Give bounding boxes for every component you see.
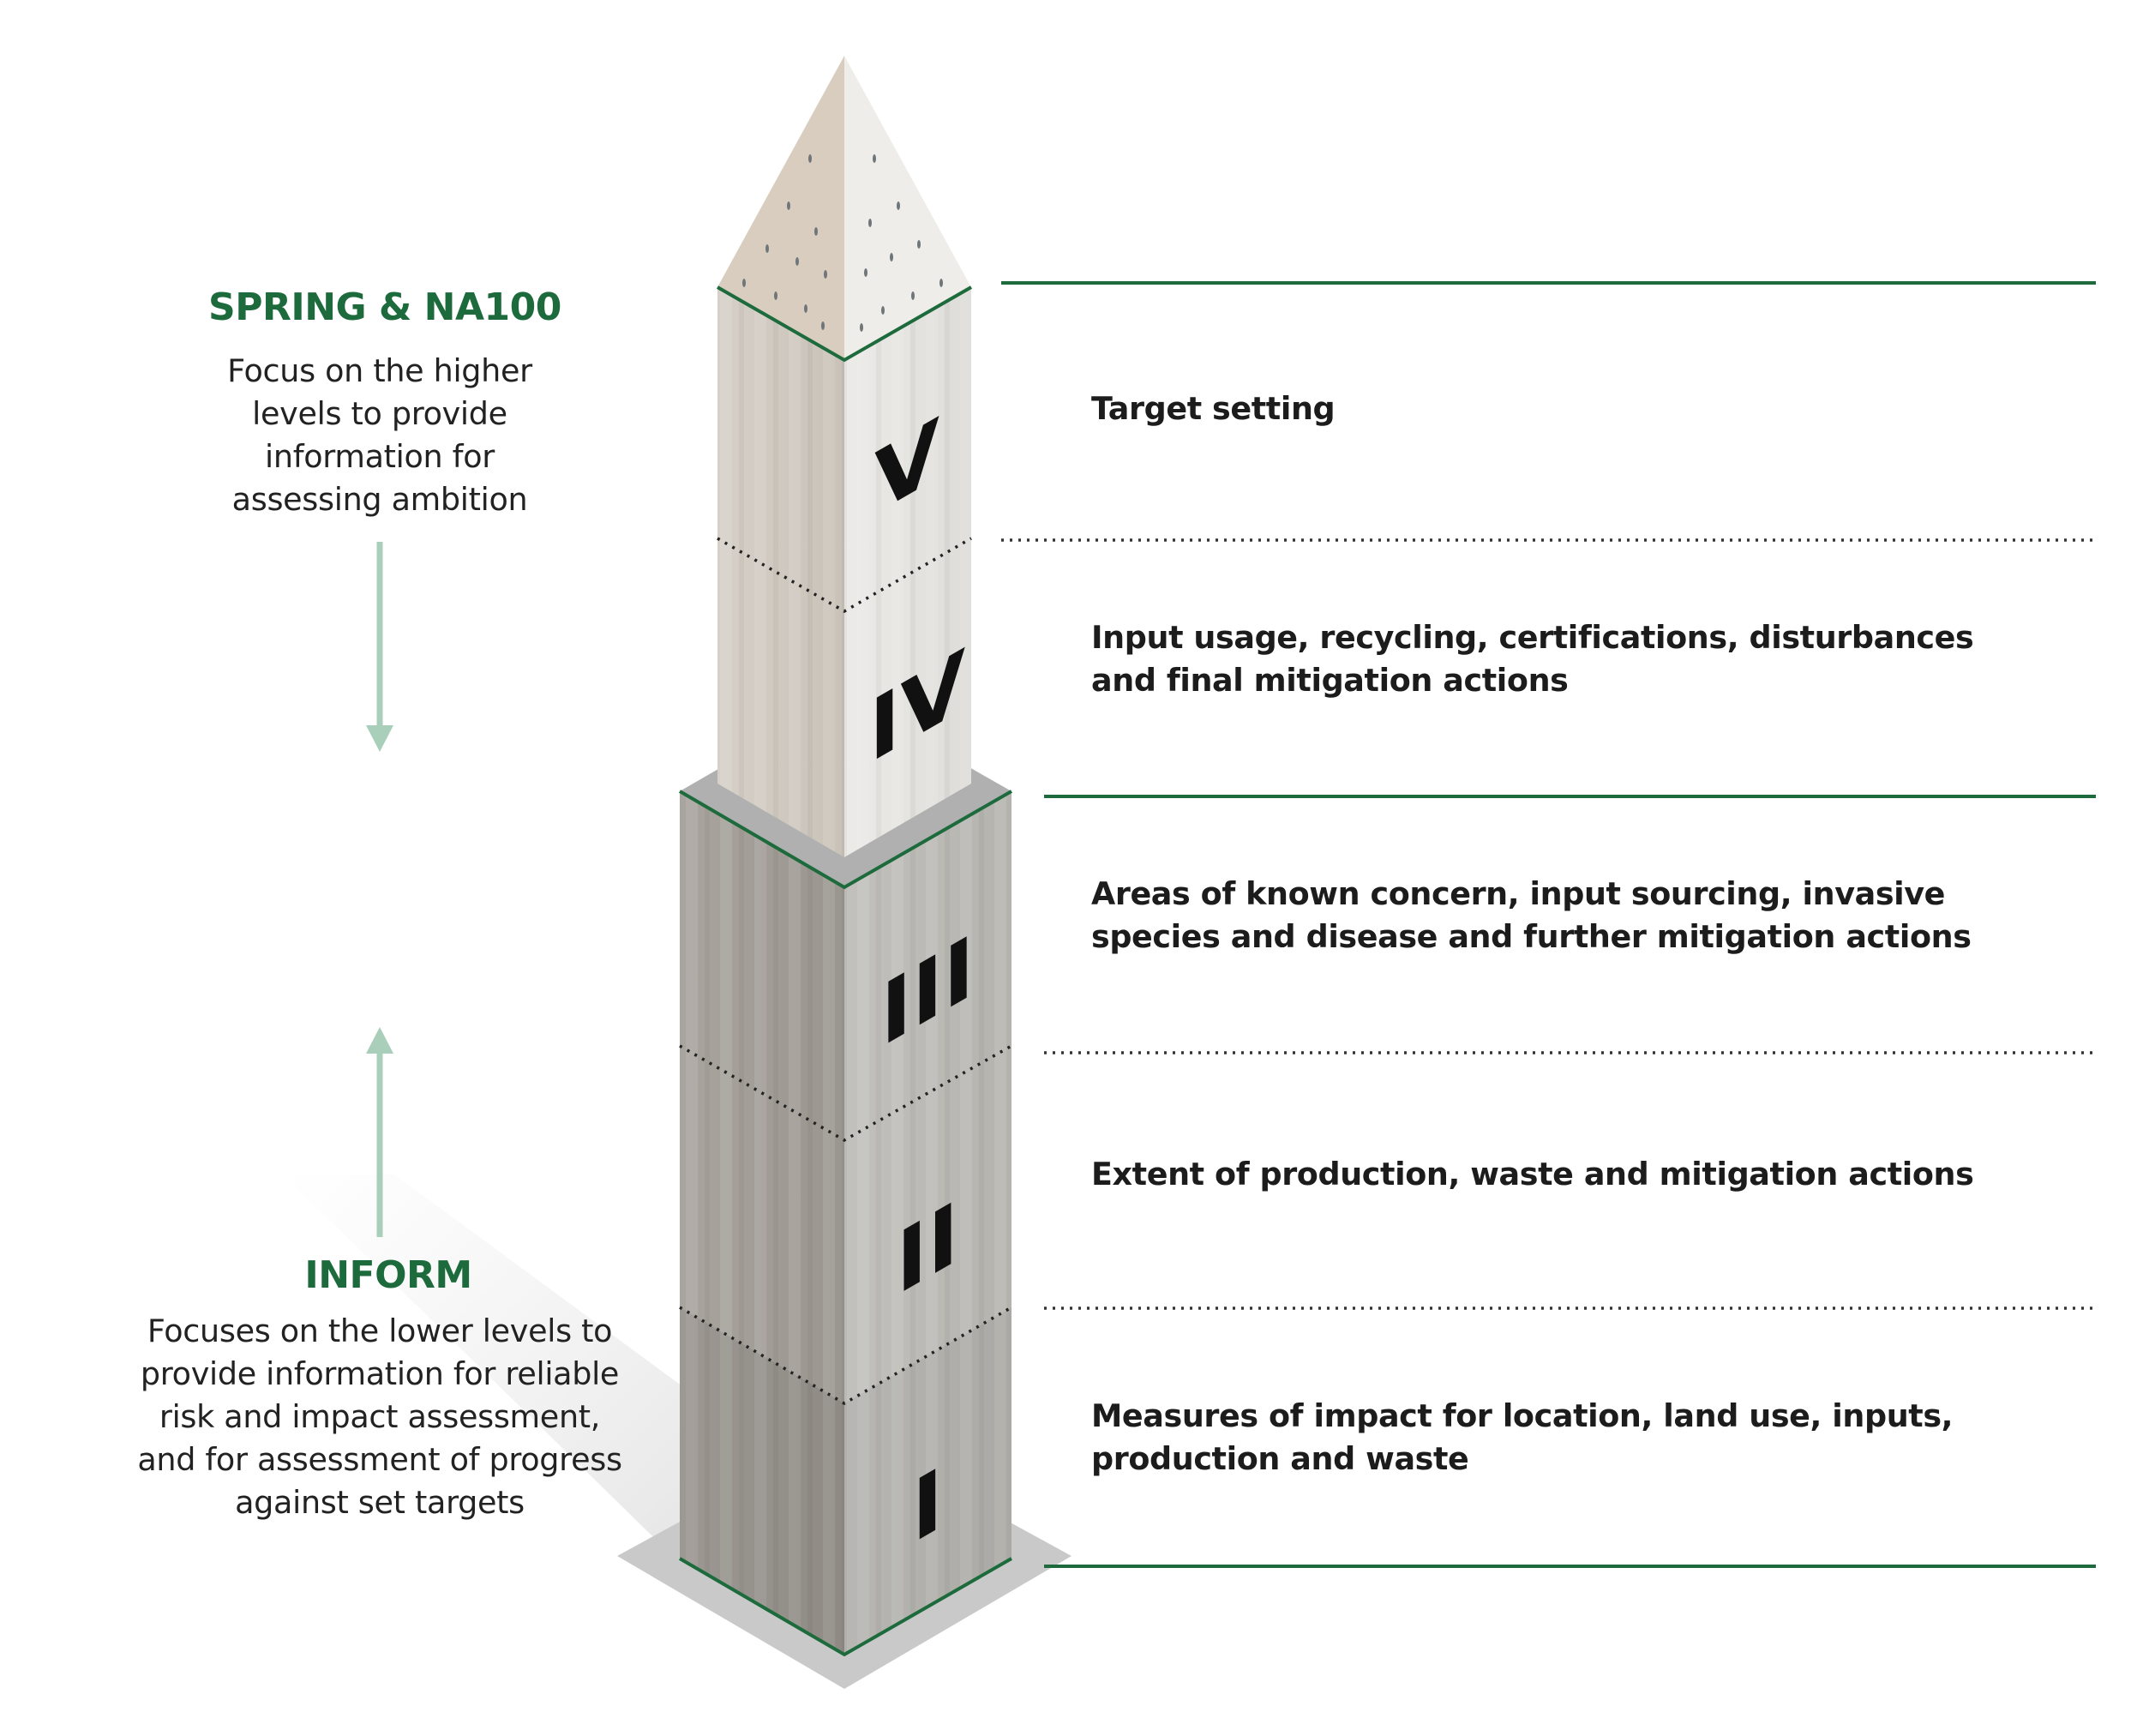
- cast-shadow: [283, 1174, 686, 1569]
- spring-na100-description: Focus on the higher levels to provide in…: [227, 352, 532, 518]
- tower-divider-ii-iii: [679, 1044, 1012, 1143]
- arrow-down-icon: [366, 542, 393, 752]
- spring-na100-title: SPRING & NA100: [208, 285, 561, 329]
- level-ii-description: Extent of production, waste and mitigati…: [1091, 1156, 1974, 1192]
- level-iii-description: Areas of known concern, input sourcing, …: [1091, 875, 1972, 955]
- pyramid-left-face: [717, 56, 844, 360]
- level-i-description: Measures of impact for location, land us…: [1091, 1397, 1954, 1477]
- inform-title: INFORM: [304, 1253, 472, 1297]
- tower-edge-top: [717, 285, 972, 363]
- tower-edge-middle: [678, 790, 1012, 890]
- level-v-description: Target setting: [1091, 390, 1336, 427]
- pyramid-right-face: [844, 56, 971, 360]
- tower-divider-iv-v: [717, 537, 972, 614]
- tower-edge-bottom: [678, 1557, 1012, 1657]
- tower-divider-i-ii: [679, 1306, 1012, 1406]
- numeral-i: I: [912, 1448, 943, 1564]
- level-iv-description: Input usage, recycling, certifications, …: [1091, 619, 1974, 699]
- inform-description: Focuses on the lower levels to provide i…: [137, 1313, 622, 1521]
- arrow-up-icon: [366, 1027, 393, 1237]
- pyramid-dots: [742, 154, 943, 332]
